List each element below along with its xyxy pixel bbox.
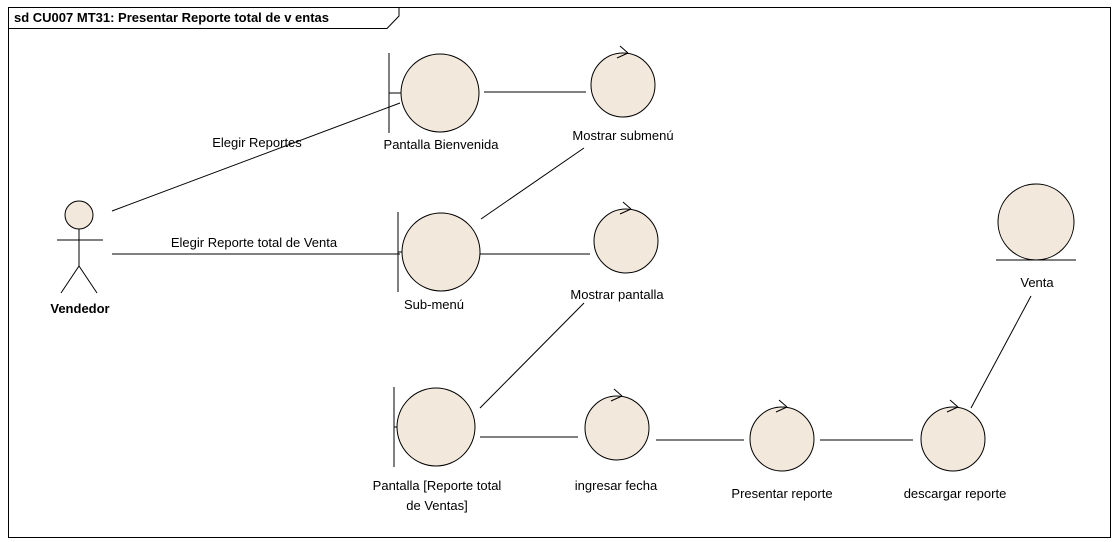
boundary-circle — [400, 53, 480, 133]
boundary-label-pantalla-reporte-line2: de Ventas] — [406, 498, 467, 513]
control-label-presentar-reporte: Presentar reporte — [731, 486, 832, 501]
control-descargar-reporte[interactable] — [920, 399, 986, 472]
control-ingresar-fecha[interactable] — [584, 388, 650, 461]
control-circle — [593, 208, 659, 274]
frame-title-tab — [8, 7, 400, 29]
boundary-pantalla-bienvenida[interactable] — [388, 53, 480, 133]
diagram-title: sd CU007 MT31: Presentar Reporte total d… — [14, 10, 329, 25]
actor-vendedor[interactable] — [57, 200, 103, 294]
control-mostrar-pantalla[interactable] — [593, 201, 659, 274]
entity-venta[interactable] — [996, 183, 1076, 261]
boundary-circle — [396, 387, 476, 467]
connectors — [111, 91, 1032, 441]
actor-left-leg — [60, 265, 80, 294]
control-label-mostrar-pantalla: Mostrar pantalla — [570, 287, 664, 302]
message-label-elegir-reporte-total: Elegir Reporte total de Venta — [171, 235, 338, 250]
link-actor-pantalla-bienvenida — [111, 102, 401, 212]
boundary-pantalla-reporte[interactable] — [393, 387, 476, 467]
control-mostrar-submenu[interactable] — [590, 45, 656, 118]
control-arrow-icon — [619, 201, 632, 215]
link-descargar-venta — [970, 295, 1032, 409]
control-arrow-icon — [610, 388, 623, 402]
boundary-circle — [401, 212, 481, 292]
control-circle — [590, 52, 656, 118]
boundary-label-pantalla-reporte-line1: Pantalla [Reporte total — [373, 478, 502, 493]
control-circle — [584, 395, 650, 461]
actor-label: Vendedor — [50, 301, 109, 316]
boundary-label-sub-menu: Sub-menú — [404, 297, 464, 312]
control-label-descargar-reporte: descargar reporte — [904, 486, 1007, 501]
control-circle — [920, 406, 986, 472]
control-label-mostrar-submenu: Mostrar submenú — [572, 128, 673, 143]
message-label-elegir-reportes: Elegir Reportes — [212, 135, 302, 150]
control-circle — [749, 406, 815, 472]
boundary-sub-menu[interactable] — [397, 212, 481, 292]
control-presentar-reporte[interactable] — [749, 399, 815, 472]
control-arrow-icon — [616, 45, 629, 59]
control-arrow-icon — [775, 399, 788, 413]
link-pantalla-reporte-mostrar-pantalla — [479, 302, 585, 409]
control-arrow-icon — [946, 399, 959, 413]
actor-right-leg — [78, 265, 98, 294]
link-submenu-mostrar-submenu — [480, 147, 585, 220]
diagram-frame — [8, 7, 1111, 538]
entity-circle — [997, 183, 1075, 261]
entity-label-venta: Venta — [1020, 275, 1054, 290]
boundary-label-pantalla-bienvenida: Pantalla Bienvenida — [384, 137, 500, 152]
control-label-ingresar-fecha: ingresar fecha — [575, 478, 658, 493]
actor-head — [64, 200, 94, 230]
